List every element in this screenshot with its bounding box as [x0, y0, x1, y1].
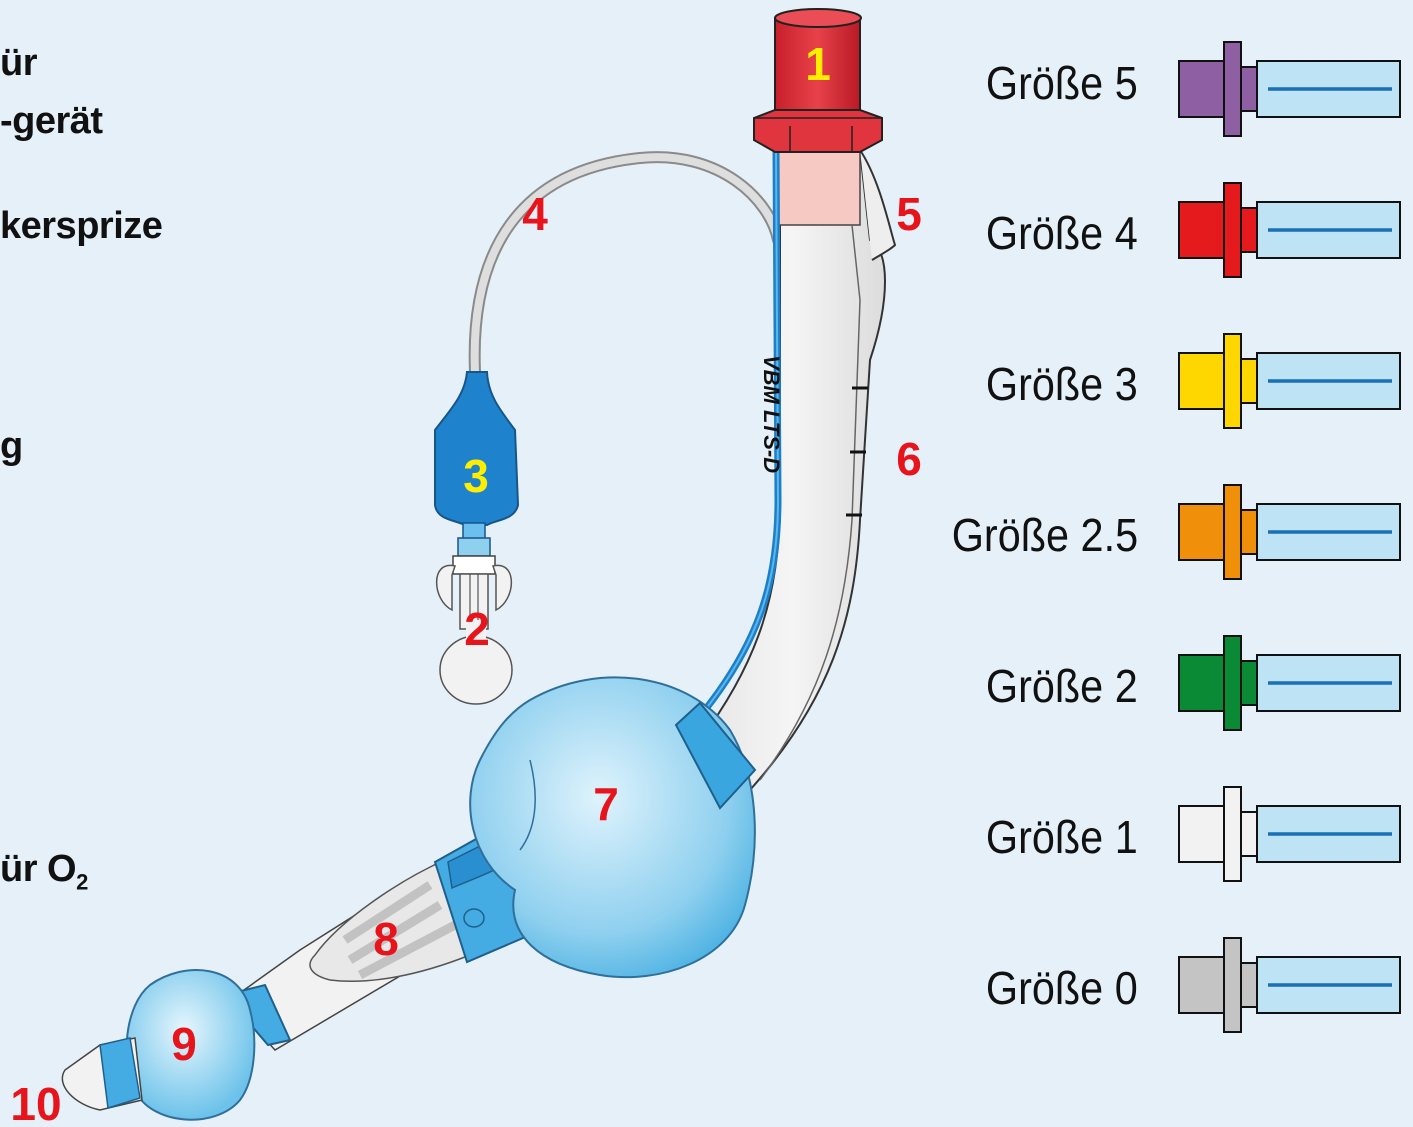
- part-number-7: 7: [593, 778, 619, 830]
- part-number-3: 3: [463, 450, 489, 502]
- part-number-8: 8: [373, 913, 399, 965]
- size-label-0: Größe 0: [986, 962, 1138, 1014]
- part-number-9: 9: [171, 1018, 197, 1070]
- part-number-2: 2: [464, 603, 490, 655]
- size-connector-icon: [1178, 182, 1401, 278]
- part-number-4: 4: [522, 188, 548, 240]
- caption-3: kersprize: [0, 205, 163, 247]
- part-number-6: 6: [896, 433, 922, 485]
- size-connector-icon: [1178, 484, 1401, 580]
- size-label-2: Größe 2: [986, 660, 1138, 712]
- size-connector-icon: [1178, 937, 1401, 1033]
- part-number-1: 1: [805, 38, 831, 90]
- size-label-2-5: Größe 2.5: [951, 509, 1138, 561]
- size-label-4: Größe 4: [986, 207, 1138, 259]
- caption-2: -gerät: [0, 100, 103, 142]
- tube-imprint: VBM LTS-D: [759, 355, 784, 473]
- size-connector-icon: [1178, 635, 1401, 731]
- size-connector-icon: [1178, 333, 1401, 429]
- size-label-1: Größe 1: [986, 811, 1138, 863]
- size-connector-icon: [1178, 786, 1401, 882]
- caption-1: ür: [0, 42, 38, 84]
- caption-5: ür O2: [0, 848, 88, 895]
- size-connector-icon: [1178, 41, 1401, 137]
- caption-4: g: [0, 425, 23, 467]
- size-label-5: Größe 5: [986, 57, 1138, 109]
- part-number-5: 5: [896, 188, 922, 240]
- size-label-3: Größe 3: [986, 358, 1138, 410]
- part-number-10: 10: [10, 1078, 61, 1127]
